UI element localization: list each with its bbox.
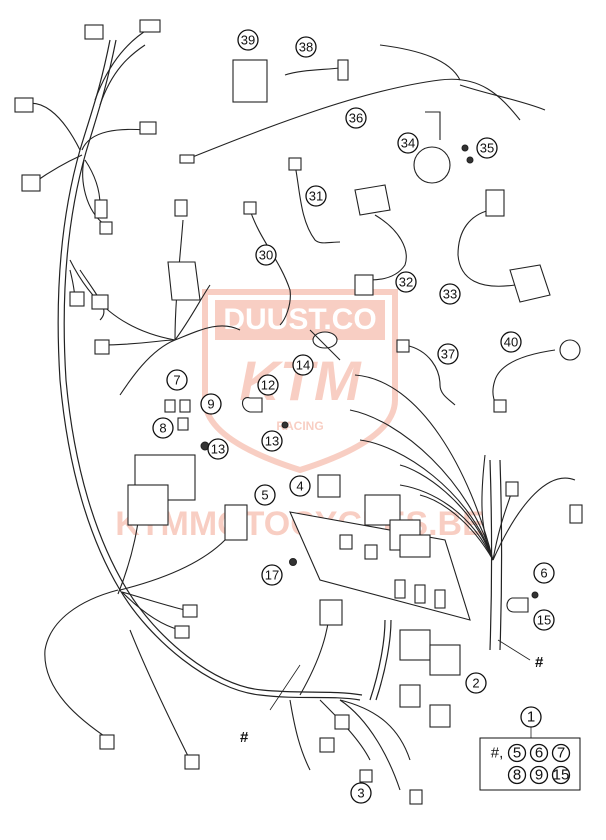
- callout-37: 37: [437, 343, 459, 365]
- callout-6: 6: [533, 562, 555, 584]
- callout-12: 12: [257, 374, 279, 396]
- svg-text:13: 13: [265, 434, 279, 449]
- components: [14, 19, 583, 805]
- svg-text:2: 2: [472, 676, 479, 691]
- hash-label-right: #: [535, 654, 544, 671]
- svg-text:35: 35: [480, 141, 494, 156]
- svg-text:14: 14: [296, 358, 310, 373]
- svg-text:7: 7: [557, 745, 565, 762]
- callout-35: 35: [476, 137, 498, 159]
- callout-5: 5: [254, 484, 276, 506]
- svg-text:39: 39: [241, 33, 255, 48]
- callout-34: 34: [397, 132, 419, 154]
- svg-text:7: 7: [173, 373, 180, 388]
- watermark-sub-text: RACING: [276, 419, 323, 433]
- svg-text:30: 30: [259, 248, 273, 263]
- callout-13-lower: 13: [207, 438, 229, 460]
- cable-36: [179, 44, 546, 164]
- callout-2: 2: [465, 672, 487, 694]
- callout-7: 7: [166, 369, 188, 391]
- callout-39: 39: [237, 29, 259, 51]
- callout-14: 14: [292, 354, 314, 376]
- svg-text:6: 6: [535, 745, 543, 762]
- svg-text:3: 3: [357, 786, 364, 801]
- svg-text:12: 12: [261, 378, 275, 393]
- svg-text:31: 31: [309, 189, 323, 204]
- kit-prefix: #,: [491, 745, 504, 762]
- svg-text:1: 1: [527, 709, 535, 726]
- callout-9: 9: [200, 393, 222, 415]
- callout-31: 31: [305, 185, 327, 207]
- svg-text:9: 9: [207, 397, 214, 412]
- callout-8: 8: [152, 417, 174, 439]
- callout-30: 30: [255, 244, 277, 266]
- hash-label-bottom: #: [240, 729, 249, 746]
- callout-40: 40: [500, 331, 522, 353]
- svg-text:37: 37: [441, 347, 455, 362]
- callout-4: 4: [289, 475, 311, 497]
- svg-text:5: 5: [261, 488, 268, 503]
- svg-text:9: 9: [535, 767, 543, 784]
- callout-36: 36: [345, 107, 367, 129]
- watermark-top-text: DUUST.CO: [223, 303, 376, 336]
- svg-text:15: 15: [553, 767, 570, 784]
- svg-text:13: 13: [211, 442, 225, 457]
- svg-text:17: 17: [265, 568, 279, 583]
- callout-33: 33: [439, 283, 461, 305]
- svg-text:5: 5: [513, 745, 521, 762]
- svg-text:8: 8: [513, 767, 521, 784]
- watermark: DUUST.CO KTM RACING KTMMOTOCYCLES.BE: [115, 289, 485, 543]
- callout-15: 15: [533, 609, 555, 631]
- callout-3: 3: [350, 782, 372, 804]
- svg-text:32: 32: [399, 275, 413, 290]
- callout-38: 38: [295, 36, 317, 58]
- svg-text:15: 15: [537, 613, 551, 628]
- svg-text:36: 36: [349, 111, 363, 126]
- callout-17: 17: [261, 564, 283, 586]
- callout-13-upper: 13: [261, 430, 283, 452]
- svg-text:8: 8: [159, 421, 166, 436]
- svg-text:4: 4: [296, 479, 303, 494]
- kit-callout-1: 1 #, 5 6 7 8 9 15: [479, 706, 581, 791]
- leader-lines: [269, 639, 531, 711]
- svg-text:38: 38: [299, 40, 313, 55]
- svg-text:40: 40: [504, 335, 518, 350]
- svg-text:33: 33: [443, 287, 457, 302]
- svg-text:6: 6: [540, 566, 547, 581]
- callout-32: 32: [395, 271, 417, 293]
- svg-text:34: 34: [401, 136, 415, 151]
